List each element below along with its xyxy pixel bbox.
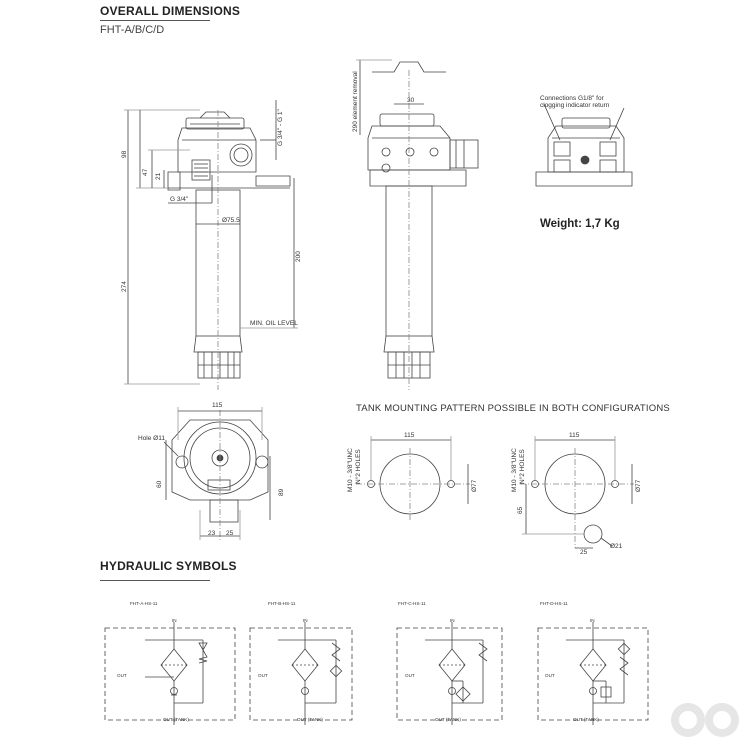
top-port (209, 499, 239, 523)
symbol-fht-b (249, 622, 353, 725)
filter-cap (185, 117, 245, 130)
symbol-b-tank: OUT (TANK) (297, 717, 323, 722)
dim-274: 274 (121, 281, 128, 292)
symbol-c-label: FHT-C-HS-11 (398, 601, 426, 606)
symbol-fht-a (104, 622, 236, 725)
symbol-fht-c (396, 622, 503, 725)
inlet-port (191, 159, 211, 181)
thread-label-right: M10 - 3/8"UNC (511, 448, 518, 492)
element-removal-outline (372, 61, 446, 73)
hydraulic-symbols-title: HYDRAULIC SYMBOLS (100, 559, 237, 573)
connections-label-1: Connections G1/8" for (540, 95, 605, 102)
weight-label: Weight: 1,7 Kg (540, 218, 620, 230)
front-view (124, 100, 298, 390)
dim-115-right: 115 (569, 432, 580, 439)
symbol-d-in: IN (590, 618, 595, 623)
hole-11-label: Hole Ø11 (138, 435, 165, 442)
connections-label-2: clogging indicator return (540, 102, 610, 109)
hydraulic-underline (100, 580, 210, 581)
overall-dimensions-title: OVERALL DIMENSIONS (100, 4, 241, 18)
dim-115-left: 115 (404, 432, 415, 439)
dim-25-right: 25 (580, 549, 588, 556)
symbol-b-label: FHT-B-HS-11 (268, 601, 296, 606)
dim-60: 60 (156, 480, 163, 488)
dim-47: 47 (142, 168, 149, 176)
element-removal-label: 290 element removal (352, 71, 359, 132)
brand-logo (671, 703, 739, 737)
side-view (356, 59, 479, 390)
outlet-port (229, 143, 253, 167)
mounting-hole-right (255, 455, 269, 469)
dim-98: 98 (121, 150, 128, 158)
connection-detail-view (535, 103, 633, 187)
tank-pattern-left (356, 436, 470, 520)
dim-115-top: 115 (212, 402, 223, 409)
symbol-c-tank: OUT (TANK) (435, 717, 461, 722)
symbol-a-out: OUT (117, 673, 127, 678)
holes-label-right: N°2 HOLES (518, 449, 526, 484)
mounting-hole-left (175, 455, 189, 469)
holes-label-left: N°2 HOLES (354, 449, 362, 484)
side-cap (379, 113, 435, 127)
min-oil-label: MIN. OIL LEVEL (250, 320, 298, 327)
dim-g34: G 3/4" (170, 196, 189, 203)
model-line: FHT-A/B/C/D (100, 24, 165, 36)
title-underline (100, 20, 210, 21)
symbol-a-label: FHT-A-HS-11 (130, 601, 158, 606)
drain-hole (583, 524, 603, 544)
top-body (171, 419, 269, 501)
dim-dia21: Ø21 (610, 543, 623, 550)
filter-head (177, 127, 257, 173)
symbol-b-out: OUT (258, 673, 268, 678)
dim-65: 65 (517, 506, 524, 514)
dim-21: 21 (155, 172, 162, 180)
tank-mounting-caption: TANK MOUNTING PATTERN POSSIBLE IN BOTH C… (356, 403, 670, 414)
symbol-b-in: IN (303, 618, 308, 623)
symbol-d-tank: OUT (TANK) (573, 717, 599, 722)
symbol-fht-d (537, 622, 649, 725)
dim-77-right: Ø77 (635, 479, 642, 492)
dim-30: 30 (407, 97, 415, 104)
thread-label-left: M10 - 3/8"UNC (347, 448, 354, 492)
symbol-c-in: IN (450, 618, 455, 623)
dim-g34-g1: G 3/4" - G 1" (277, 109, 284, 146)
dim-200: 200 (295, 251, 302, 262)
symbol-d-out: OUT (545, 673, 555, 678)
dim-89: 89 (278, 488, 285, 496)
symbol-c-out: OUT (405, 673, 415, 678)
tank-pattern-right (520, 436, 634, 549)
symbol-a-in: IN (172, 618, 177, 623)
symbol-a-tank: OUT (TANK) (163, 717, 189, 722)
symbol-d-label: FHT-D-HS-11 (540, 601, 568, 606)
dim-25-top: 25 (226, 530, 234, 537)
dim-dia75: Ø75.5 (222, 217, 240, 224)
dim-77-left: Ø77 (471, 479, 478, 492)
dim-23: 23 (208, 530, 216, 537)
top-view (163, 407, 271, 540)
